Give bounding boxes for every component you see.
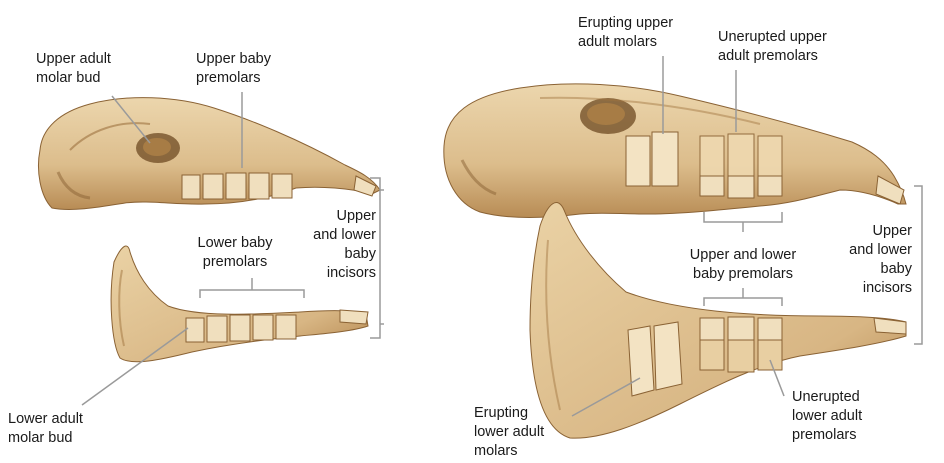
label-upper-baby-premolars: Upper baby premolars [196, 50, 271, 88]
label-upper-adult-molar-bud: Upper adult molar bud [36, 50, 111, 88]
bracket-upper-baby-premolars [704, 212, 782, 222]
bracket-lower-baby-premolars [704, 298, 782, 306]
left-lower-incisors [340, 310, 368, 324]
label-unerupted-lower-adult-premolars: Unerupted lower adult premolars [792, 388, 862, 445]
label-lower-baby-premolars: Lower baby premolars [180, 234, 290, 272]
bracket-right-incisors [914, 186, 922, 344]
label-right-upper-lower-baby-incisors: Upper and lower baby incisors [826, 222, 912, 298]
right-upper-adult-molars-erupting [626, 132, 678, 186]
label-lower-adult-molar-bud: Lower adult molar bud [8, 410, 83, 448]
right-upper-unerupted-premolars [700, 134, 782, 176]
label-erupting-upper-adult-molars: Erupting upper adult molars [578, 14, 673, 52]
bracket-lower-baby-premolars [200, 290, 304, 298]
left-lower-baby-premolars [186, 315, 296, 342]
label-erupting-lower-adult-molars: Erupting lower adult molars [474, 404, 544, 461]
right-lower-baby-premolars [700, 317, 782, 340]
right-upper-baby-premolars [700, 176, 782, 198]
label-upper-lower-baby-premolars: Upper and lower baby premolars [664, 246, 822, 284]
right-lower-incisors [874, 318, 906, 334]
right-lower-unerupted-premolars [700, 340, 782, 372]
left-upper-baby-premolars [182, 173, 292, 199]
label-unerupted-upper-adult-premolars: Unerupted upper adult premolars [718, 28, 827, 66]
label-left-upper-lower-baby-incisors: Upper and lower baby incisors [300, 207, 376, 283]
